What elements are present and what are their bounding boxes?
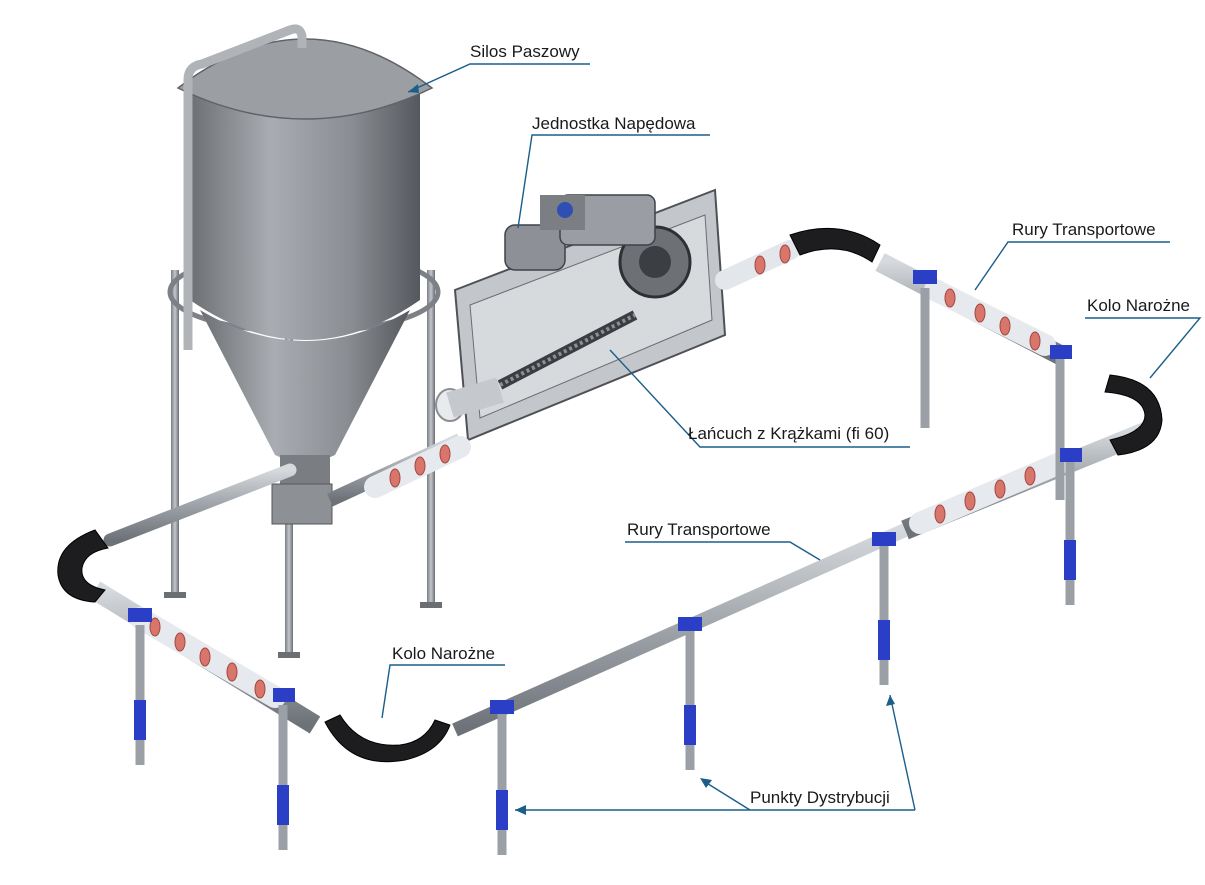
label-transport-pipes-middle: Rury Transportowe bbox=[627, 520, 771, 539]
leader-lines bbox=[381, 63, 1202, 811]
silo-leg bbox=[427, 270, 435, 605]
label-corner-wheel-right: Kolo Narożne bbox=[1087, 296, 1191, 315]
label-distribution-points: Punkty Dystrybucji bbox=[750, 788, 890, 807]
label-chain-discs: Łańcuch z Krążkami (fi 60) bbox=[688, 424, 890, 443]
label-drive-unit: Jednostka Napędowa bbox=[532, 114, 696, 133]
distribution-drops bbox=[128, 270, 1082, 855]
silo-leg bbox=[171, 270, 179, 595]
label-corner-wheel-bottom: Kolo Narożne bbox=[392, 644, 496, 663]
corner-wheels bbox=[57, 227, 1163, 763]
drive-unit bbox=[435, 188, 727, 442]
label-transport-pipes-top: Rury Transportowe bbox=[1012, 220, 1156, 239]
feed-pipe-silo bbox=[103, 463, 297, 547]
label-silo: Silos Paszowy bbox=[470, 42, 580, 61]
silo bbox=[164, 24, 442, 658]
leader-arrowheads bbox=[408, 84, 895, 815]
chain-disc-sections bbox=[129, 244, 1071, 708]
